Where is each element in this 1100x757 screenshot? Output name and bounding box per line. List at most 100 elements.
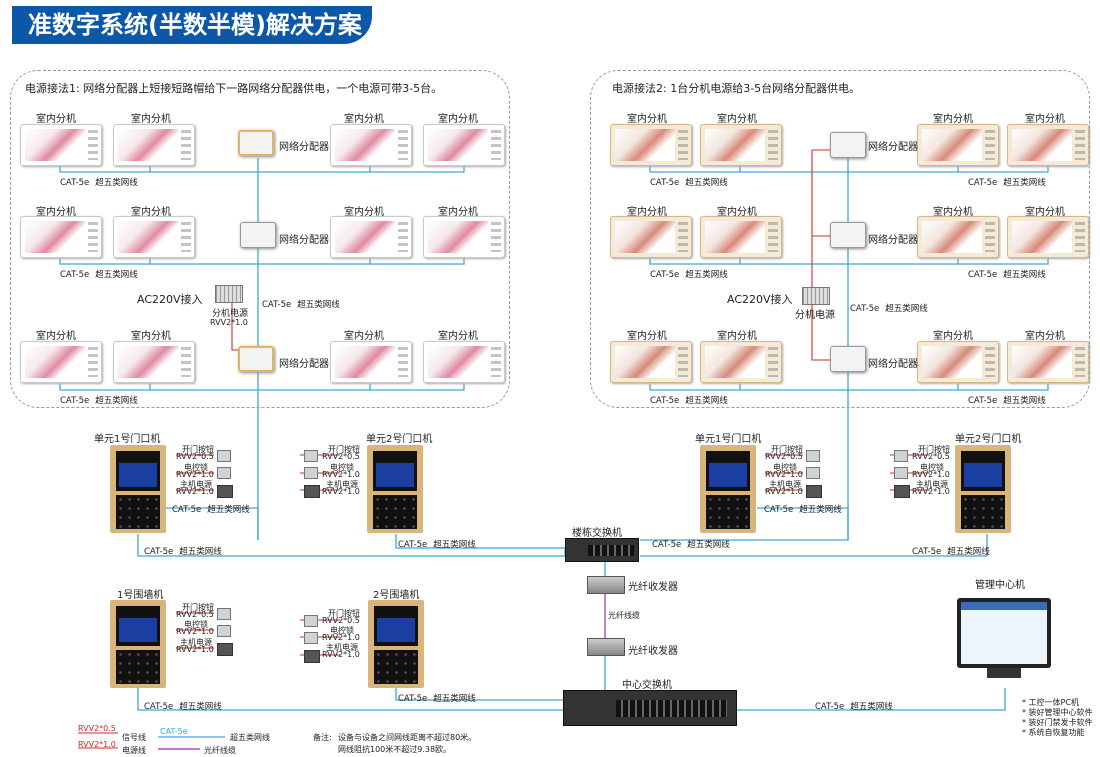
wire-label: 主机电源 bbox=[916, 480, 948, 489]
exit-button bbox=[304, 615, 318, 627]
fiber-transceiver bbox=[587, 638, 625, 656]
wire-label: 开门按钮 bbox=[328, 445, 360, 454]
exit-button bbox=[894, 450, 908, 462]
wire-label: 电控锁 bbox=[773, 463, 797, 472]
page-title: 准数字系统(半数半模)解决方案 bbox=[12, 6, 372, 44]
distributor-label: 网络分配器 bbox=[868, 359, 918, 370]
indoor-unit-label: 室内分机 bbox=[933, 207, 973, 218]
indoor-unit-label: 室内分机 bbox=[36, 207, 76, 218]
door-station bbox=[367, 445, 423, 533]
power-adapter bbox=[806, 485, 822, 498]
legend-rvv05: RVV2*0.5 bbox=[78, 724, 116, 733]
rvv-label: RVV2*0.5 bbox=[912, 452, 950, 461]
indoor-unit-label: 室内分机 bbox=[627, 114, 667, 125]
indoor-monitor bbox=[917, 341, 999, 383]
psu-label: 分机电源 bbox=[795, 310, 835, 321]
exit-button bbox=[217, 608, 231, 620]
rvv-label: RVV2*1.0 bbox=[210, 318, 248, 327]
indoor-monitor bbox=[113, 216, 195, 258]
indoor-monitor bbox=[423, 216, 505, 258]
power-adapter bbox=[894, 485, 910, 498]
indoor-unit-label: 室内分机 bbox=[1025, 207, 1065, 218]
indoor-monitor bbox=[113, 341, 195, 383]
mgmt-center-label: 管理中心机 bbox=[975, 580, 1025, 591]
indoor-monitor bbox=[610, 341, 692, 383]
indoor-unit-label: 室内分机 bbox=[344, 114, 384, 125]
right-panel bbox=[590, 70, 1090, 408]
indoor-monitor bbox=[700, 124, 782, 166]
wire-label: 主机电源 bbox=[180, 480, 212, 489]
indoor-unit-label: 室内分机 bbox=[438, 207, 478, 218]
rvv-label: RVV2*0.5 bbox=[176, 610, 214, 619]
legend-fiber: 光纤线缆 bbox=[204, 746, 236, 755]
indoor-monitor bbox=[610, 216, 692, 258]
indoor-unit-label: 室内分机 bbox=[131, 207, 171, 218]
power-adapter bbox=[217, 643, 233, 656]
door-station bbox=[110, 445, 166, 533]
indoor-monitor bbox=[423, 124, 505, 166]
exit-button bbox=[304, 450, 318, 462]
network-distributor bbox=[238, 346, 274, 372]
center-switch bbox=[563, 690, 737, 726]
management-pc bbox=[957, 598, 1051, 678]
indoor-unit-label: 室内分机 bbox=[717, 331, 757, 342]
wire-label: 开门按钮 bbox=[918, 445, 950, 454]
network-distributor bbox=[830, 222, 866, 248]
indoor-monitor bbox=[917, 216, 999, 258]
electric-lock bbox=[304, 632, 318, 644]
wire-label: 主机电源 bbox=[326, 480, 358, 489]
rvv-label: RVV2*0.5 bbox=[176, 452, 214, 461]
indoor-monitor bbox=[330, 124, 412, 166]
network-distributor bbox=[830, 346, 866, 372]
wire-label: 主机电源 bbox=[326, 643, 358, 652]
remark-line: 设备与设备之间网线距离不超过80米。 bbox=[338, 733, 477, 742]
rvv-label: RVV2*1.0 bbox=[176, 645, 214, 654]
fiber-tx-label: 光纤收发器 bbox=[628, 646, 678, 657]
wire-label: 电控锁 bbox=[330, 626, 354, 635]
indoor-unit-label: 室内分机 bbox=[36, 114, 76, 125]
mgmt-feature: * 系统自恢复功能 bbox=[1022, 728, 1085, 737]
indoor-monitor bbox=[917, 124, 999, 166]
rvv-label: RVV2*1.0 bbox=[176, 470, 214, 479]
indoor-unit-label: 室内分机 bbox=[438, 331, 478, 342]
indoor-unit-label: 室内分机 bbox=[131, 114, 171, 125]
distributor-label: 网络分配器 bbox=[279, 359, 329, 370]
indoor-monitor bbox=[700, 216, 782, 258]
building-switch bbox=[565, 538, 639, 562]
power-supply bbox=[802, 287, 830, 305]
wire-label: 主机电源 bbox=[769, 480, 801, 489]
indoor-monitor bbox=[20, 216, 102, 258]
wire-label: 电控锁 bbox=[184, 620, 208, 629]
electric-lock bbox=[217, 625, 231, 637]
rvv-label: RVV2*1.0 bbox=[322, 470, 360, 479]
exit-button bbox=[217, 450, 231, 462]
unit2-door-label: 单元2号门口机 bbox=[955, 434, 1022, 445]
unit2-door-label: 单元2号门口机 bbox=[366, 434, 433, 445]
remark-line: 网线阻抗100米不超过9.38欧。 bbox=[338, 745, 452, 754]
rvv-label: RVV2*1.0 bbox=[322, 487, 360, 496]
left-panel bbox=[10, 70, 510, 408]
legend-cat: CAT-5e bbox=[160, 727, 188, 736]
wall2-label: 2号围墙机 bbox=[373, 590, 420, 601]
indoor-unit-label: 室内分机 bbox=[36, 331, 76, 342]
legend-cat-desc: 超五类网线 bbox=[230, 733, 270, 742]
indoor-unit-label: 室内分机 bbox=[627, 207, 667, 218]
unit1-door-label: 单元1号门口机 bbox=[695, 434, 762, 445]
rvv-label: RVV2*1.0 bbox=[912, 470, 950, 479]
fiber-tx-label: 光纤收发器 bbox=[628, 582, 678, 593]
wire-label: 电控锁 bbox=[184, 463, 208, 472]
unit1-door-label: 单元1号门口机 bbox=[94, 434, 161, 445]
